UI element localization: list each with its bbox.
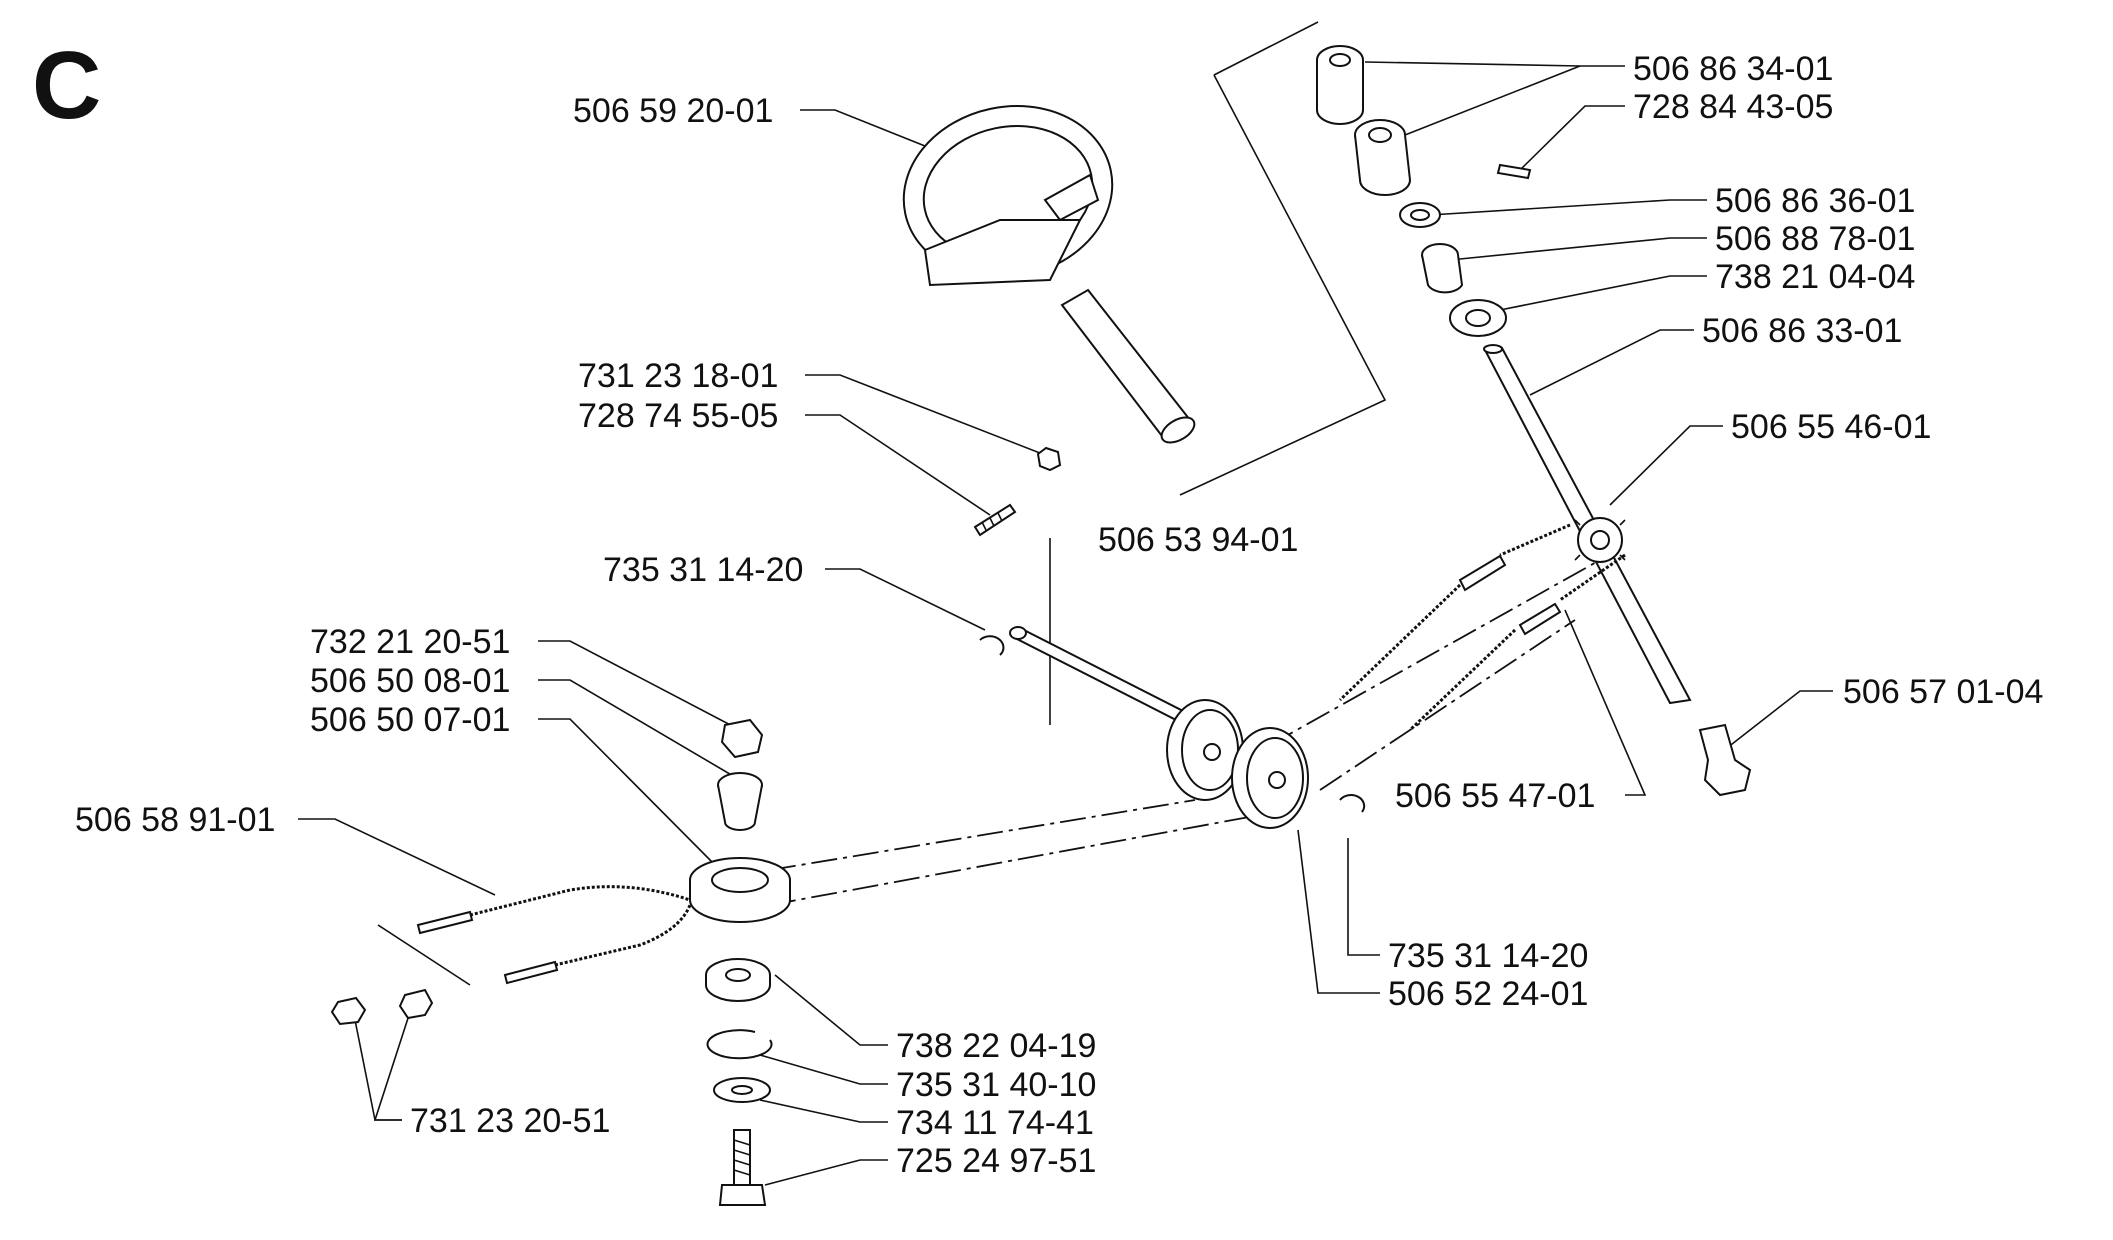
cable-nuts [330,988,434,1026]
part-label: 506 88 78-01 [1715,220,1915,258]
pulley-axle [1009,626,1187,724]
lower-cable [416,885,692,985]
part-label: 728 84 43-05 [1633,88,1833,126]
shaft-end-nut [1698,723,1752,797]
lower-bearing [705,958,771,1002]
part-label: 506 57 01-04 [1843,673,2043,711]
part-label: 731 23 18-01 [578,357,778,395]
part-label: 731 23 20-51 [410,1102,610,1140]
part-label: 506 58 91-01 [75,801,275,839]
leader-lines [298,61,1833,1186]
chain-cable-upper [1338,523,1571,702]
clip-right [1339,794,1366,813]
part-label: 735 31 14-20 [1388,937,1588,975]
retaining-ring [706,1029,773,1060]
clip-left [979,635,1005,656]
part-label: 506 59 20-01 [573,92,773,130]
bushing-upper [1316,45,1364,125]
wheel-nut [1036,446,1062,472]
washer-upper [1399,202,1441,228]
set-screw [1496,163,1532,180]
bushing-mid [1421,243,1464,294]
part-label: 738 21 04-04 [1715,258,1915,296]
part-label: 506 86 34-01 [1633,50,1833,88]
part-label: 738 22 04-19 [896,1027,1096,1065]
part-label: 506 52 24-01 [1388,975,1588,1013]
pulley-left [1166,699,1244,801]
steering-wheel [902,105,1196,444]
sprocket [1574,517,1626,563]
section-letter: C [32,32,101,139]
part-label: 732 21 20-51 [310,623,510,661]
part-label: 506 55 47-01 [1395,777,1595,815]
part-label: 728 74 55-05 [578,397,778,435]
part-label: 725 24 97-51 [896,1142,1096,1180]
wheel-pin [973,503,1017,537]
flat-washer [713,1077,771,1103]
part-label: 506 86 33-01 [1702,312,1902,350]
nut-top [720,718,764,759]
bearing-upper [1449,299,1507,337]
part-label: 506 86 36-01 [1715,182,1915,220]
pulley-right [1231,727,1309,829]
lower-pulley [689,857,791,923]
bushing-lower [1354,119,1412,196]
part-label: 506 55 46-01 [1731,408,1931,446]
part-label: 506 50 08-01 [310,662,510,700]
part-labels: 506 59 20-01 731 23 18-01 728 74 55-05 5… [75,50,2043,1180]
chain-cable-lower [1408,553,1626,732]
part-label: 506 53 94-01 [1098,521,1298,559]
part-label: 734 11 74-41 [896,1104,1094,1142]
assembly-frame [377,21,1601,986]
part-label: 735 31 40-10 [896,1066,1096,1104]
bolt [718,1129,767,1206]
part-label: 735 31 14-20 [603,551,803,589]
spacer-top [717,772,763,831]
part-label: 506 50 07-01 [310,701,510,739]
